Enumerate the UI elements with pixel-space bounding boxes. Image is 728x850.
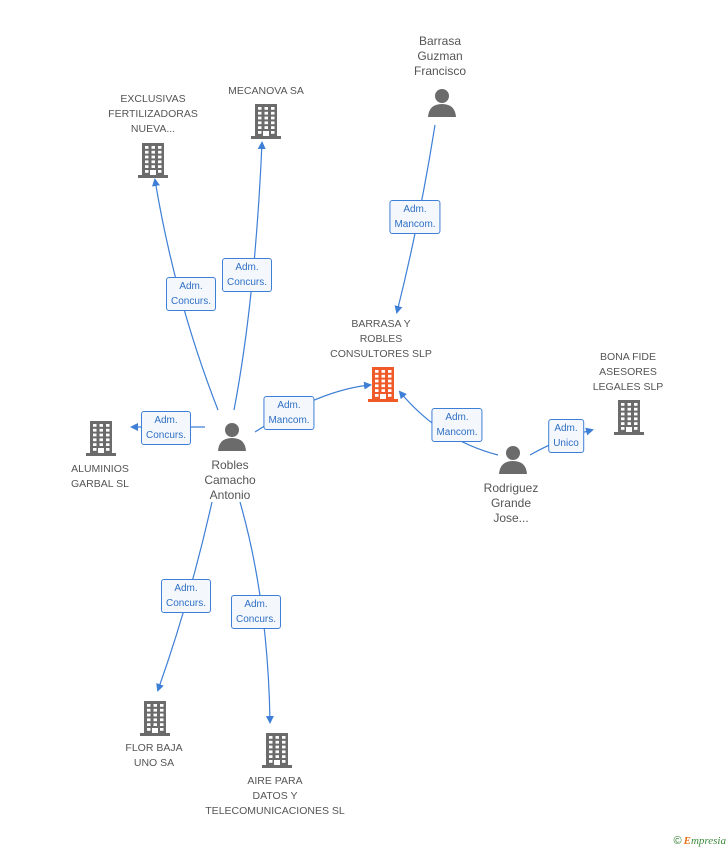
building-icon-bona_fide[interactable] [614, 400, 644, 435]
node-label-flor_baja[interactable]: FLOR BAJA UNO SA [125, 742, 183, 769]
edge-label[interactable]: Adm. Mancom. [431, 408, 483, 442]
person-icon-robles_camacho[interactable] [218, 423, 246, 451]
building-icon-exclusivas[interactable] [138, 143, 168, 178]
node-label-bona_fide[interactable]: BONA FIDE ASESORES LEGALES SLP [592, 351, 664, 393]
edge-label[interactable]: Adm. Concurs. [221, 258, 273, 292]
edge-label[interactable]: Adm. Mancom. [263, 396, 315, 430]
brand-name: mpresia [690, 835, 726, 847]
building-icon-aluminios[interactable] [86, 421, 116, 456]
building-icon-flor_baja[interactable] [140, 701, 170, 736]
edge-label[interactable]: Adm. Concurs. [160, 579, 212, 613]
person-icon-barrasa_guzman[interactable] [428, 89, 456, 117]
node-label-barrasa_guzman[interactable]: Barrasa Guzman Francisco [413, 34, 467, 78]
edge-label[interactable]: Adm. Unico [548, 419, 584, 453]
edge-label[interactable]: Adm. Concurs. [230, 595, 282, 629]
node-label-aluminios[interactable]: ALUMINIOS GARBAL SL [71, 463, 129, 490]
brand-initial: E [683, 835, 691, 847]
node-label-rodriguez[interactable]: Rodriguez Grande Jose... [483, 481, 539, 525]
node-label-barrasa_robles[interactable]: BARRASA Y ROBLES CONSULTORES SLP [330, 318, 432, 360]
edges-layer [130, 124, 594, 724]
brand-watermark: ©Empresia [674, 835, 727, 847]
edge-label[interactable]: Adm. Concurs. [140, 411, 192, 445]
building-icon-barrasa_robles[interactable] [368, 367, 398, 402]
edge-label[interactable]: Adm. Mancom. [389, 200, 441, 234]
edge-label[interactable]: Adm. Concurs. [165, 277, 217, 311]
copyright-icon: © [673, 835, 682, 847]
person-icon-rodriguez[interactable] [499, 446, 527, 474]
node-label-robles_camacho[interactable]: Robles Camacho Antonio [204, 458, 256, 502]
building-icon-aire_para[interactable] [262, 733, 292, 768]
node-label-mecanova[interactable]: MECANOVA SA [228, 85, 304, 97]
node-label-exclusivas[interactable]: EXCLUSIVAS FERTILIZADORAS NUEVA... [108, 93, 198, 135]
building-icon-mecanova[interactable] [251, 104, 281, 139]
nodes-layer [86, 89, 644, 768]
node-label-aire_para[interactable]: AIRE PARA DATOS Y TELECOMUNICACIONES SL [205, 775, 345, 817]
